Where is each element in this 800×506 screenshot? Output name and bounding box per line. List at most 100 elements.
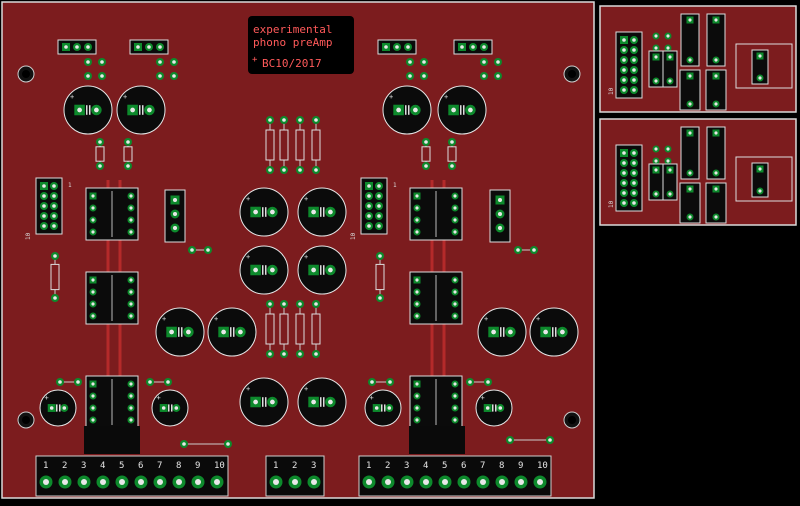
small-pad-6 <box>480 58 488 80</box>
terminal-center-label-1: 1 <box>273 461 278 471</box>
resistor-bottom-0 <box>265 300 275 358</box>
trimmer-right <box>489 189 511 243</box>
terminal-right-label-6: 6 <box>461 461 466 471</box>
elcap-top-4: + <box>437 85 487 135</box>
resistor-left-b <box>123 138 133 170</box>
terminal-right-label-10: 10 <box>537 461 548 471</box>
small-pad-7 <box>494 58 502 80</box>
terminal-left-label-2: 2 <box>62 461 67 471</box>
side-top-small-0 <box>652 32 660 52</box>
svg-text:+: + <box>214 315 218 323</box>
terminal-left-label-6: 6 <box>138 461 143 471</box>
title-line3: BC10/2017 <box>262 57 322 70</box>
resistor-top-0 <box>265 116 275 174</box>
connector-top-4 <box>453 39 493 55</box>
small-pad-2 <box>156 58 164 80</box>
svg-text:+: + <box>246 253 250 261</box>
side-top-part-0 <box>648 50 664 88</box>
elcap-center-1: + <box>239 187 289 237</box>
elcap-top-1: + <box>63 85 113 135</box>
svg-text:+: + <box>481 394 485 402</box>
connector-top-2 <box>129 39 169 55</box>
side-bottom-small-1 <box>664 145 672 165</box>
res-small-right-2 <box>466 378 492 386</box>
terminal-left-label-8: 8 <box>176 461 181 471</box>
header-right-pin10-label: 10 <box>350 232 357 240</box>
side-bottom-part-3 <box>706 126 726 180</box>
svg-text:+: + <box>123 93 127 101</box>
elcap-small-4: + <box>475 389 513 427</box>
side-bottom-part-1 <box>662 163 678 201</box>
resistor-bottom-1 <box>279 300 289 358</box>
title-line2: phono preAmp <box>253 36 332 49</box>
terminal-right-label-7: 7 <box>480 461 485 471</box>
elcap-center-6: + <box>297 377 347 427</box>
components: ++++++++++++++++++ <box>35 13 793 448</box>
svg-text:+: + <box>162 315 166 323</box>
side-bottom-part-2 <box>680 126 700 180</box>
side-top-part-3 <box>706 13 726 67</box>
side-top-header <box>615 31 643 99</box>
small-pad-0 <box>84 58 92 80</box>
side-top-part-4 <box>679 69 701 111</box>
diode-left-1 <box>188 246 212 254</box>
header-left-pin1-label: 1 <box>68 182 72 189</box>
connector-top-3 <box>377 39 417 55</box>
terminal-right-label-3: 3 <box>404 461 409 471</box>
terminal-left-label-10: 10 <box>214 461 225 471</box>
res-bottom-left <box>180 440 232 448</box>
diode-right-1 <box>514 246 538 254</box>
elcap-small-1: + <box>39 389 77 427</box>
svg-text:+: + <box>389 93 393 101</box>
resistor-right-b <box>447 138 457 170</box>
resistor-left-a <box>95 138 105 170</box>
svg-text:+: + <box>484 315 488 323</box>
side-top-small-1 <box>664 32 672 52</box>
svg-text:+: + <box>70 93 74 101</box>
connector-top-1 <box>57 39 97 55</box>
resistor-left-vertical <box>50 252 60 302</box>
header-right-pin1-label: 1 <box>393 182 397 189</box>
header-right <box>360 177 388 235</box>
side-top-output-block <box>735 43 793 89</box>
svg-text:+: + <box>246 385 250 393</box>
side-bottom-header <box>615 144 643 212</box>
svg-text:+: + <box>304 195 308 203</box>
terminal-left-label-7: 7 <box>157 461 162 471</box>
terminal-right-label-9: 9 <box>518 461 523 471</box>
side-top-part-2 <box>680 13 700 67</box>
resistor-top-3 <box>311 116 321 174</box>
elcap-small-3: + <box>364 389 402 427</box>
resistor-right-a <box>421 138 431 170</box>
side-top-part-5 <box>705 69 727 111</box>
terminal-right-label-2: 2 <box>385 461 390 471</box>
side-bottom-output-block <box>735 156 793 202</box>
elcap-center-3: + <box>239 245 289 295</box>
ic-right-3 <box>409 375 463 429</box>
res-small-left-2 <box>146 378 172 386</box>
ic-right-1 <box>409 187 463 241</box>
terminal-left-label-1: 1 <box>43 461 48 471</box>
res-bottom-right <box>506 436 554 444</box>
elcap-center-5: + <box>239 377 289 427</box>
elcap-center-2: + <box>297 187 347 237</box>
small-pad-5 <box>420 58 428 80</box>
elcap-top-2: + <box>116 85 166 135</box>
elcap-mid-2: + <box>207 307 257 357</box>
svg-text:+: + <box>304 385 308 393</box>
resistor-bottom-3 <box>311 300 321 358</box>
terminal-right-label-5: 5 <box>442 461 447 471</box>
svg-text:+: + <box>536 315 540 323</box>
terminal-right-label-4: 4 <box>423 461 428 471</box>
terminal-center-label-3: 3 <box>311 461 316 471</box>
ic-left-3 <box>85 375 139 429</box>
side-bottom-part-0 <box>648 163 664 201</box>
res-small-left-1 <box>56 378 82 386</box>
title-line1: experimental <box>253 23 332 36</box>
svg-text:+: + <box>252 55 258 65</box>
terminal-left-label-3: 3 <box>81 461 86 471</box>
